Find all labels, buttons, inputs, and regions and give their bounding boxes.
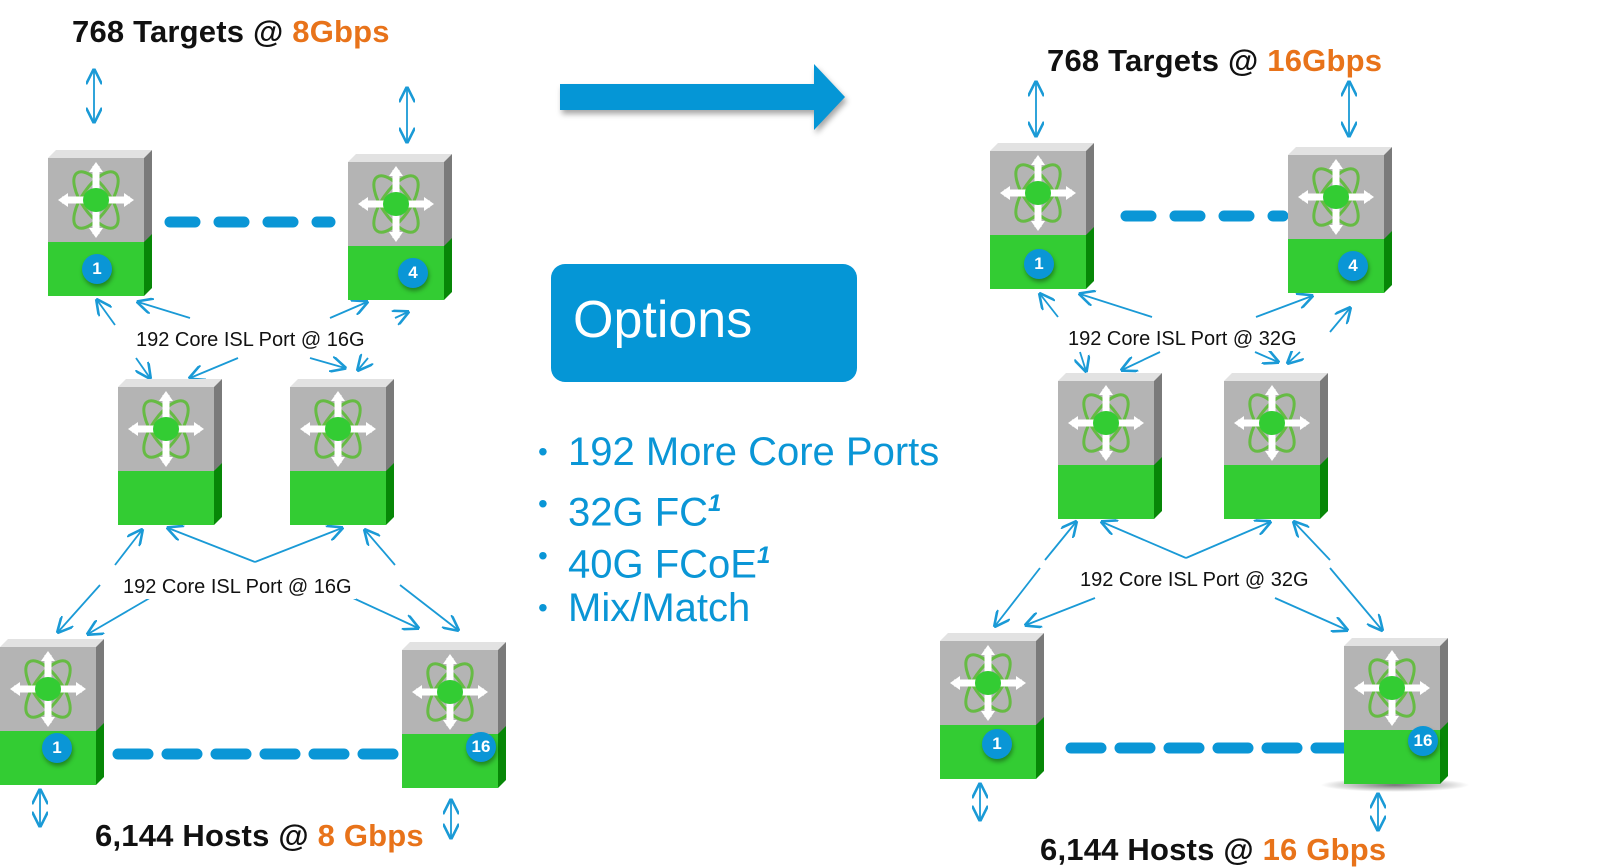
isl-arrow bbox=[1254, 352, 1278, 362]
target-switch: 4 bbox=[1288, 147, 1392, 293]
options-list-item: •Mix/Match bbox=[538, 586, 751, 630]
isl-arrow bbox=[1255, 296, 1312, 318]
isl-arrow bbox=[329, 302, 367, 319]
core-switch bbox=[290, 379, 394, 525]
option-text: 40G FCoE bbox=[568, 542, 757, 587]
option-text: 32G FC bbox=[568, 490, 709, 535]
after-upper-isl-label: 192 Core ISL Port @ 32G bbox=[1064, 328, 1301, 351]
isl-arrow bbox=[1329, 308, 1350, 333]
switch-logo-icon bbox=[1068, 385, 1144, 461]
isl-arrow bbox=[138, 302, 191, 319]
after-lower-isl-label: 192 Core ISL Port @ 32G bbox=[1076, 569, 1313, 592]
switch-logo-icon bbox=[1354, 650, 1430, 726]
option-text: 192 More Core Ports bbox=[568, 430, 940, 474]
options-list-item: •192 More Core Ports bbox=[538, 430, 940, 474]
isl-arrow bbox=[136, 357, 150, 378]
targets-label: 768 Targets @ bbox=[72, 14, 293, 49]
before-upper-isl-label: 192 Core ISL Port @ 16G bbox=[132, 329, 369, 352]
host-switch: 1 bbox=[940, 633, 1044, 779]
isl-arrow bbox=[1102, 522, 1187, 559]
switch-number-badge: 1 bbox=[82, 254, 112, 284]
options-heading-box: Options bbox=[551, 264, 857, 382]
isl-arrow bbox=[1080, 294, 1153, 318]
isl-arrow bbox=[254, 528, 342, 563]
options-list-item: •40G FCoE1 bbox=[538, 540, 771, 587]
isl-arrow bbox=[1040, 294, 1059, 318]
targets-speed: 16Gbps bbox=[1267, 43, 1383, 78]
switch-logo-icon bbox=[358, 166, 434, 242]
after-targets-title: 768 Targets @ 16Gbps bbox=[1047, 43, 1382, 79]
hosts-label: 6,144 Hosts @ bbox=[95, 818, 318, 853]
host-switch: 16 bbox=[1344, 638, 1448, 784]
hosts-speed: 16 Gbps bbox=[1262, 832, 1387, 867]
core-switch bbox=[1058, 373, 1162, 519]
switch-number-badge: 4 bbox=[1338, 251, 1368, 281]
options-list-item: •32G FC1 bbox=[538, 488, 722, 535]
switch-logo-icon bbox=[1298, 159, 1374, 235]
footnote-marker: 1 bbox=[756, 542, 771, 569]
isl-arrow bbox=[399, 584, 458, 630]
before-hosts-title: 6,144 Hosts @ 8 Gbps bbox=[95, 818, 424, 854]
target-switch: 4 bbox=[348, 154, 452, 300]
targets-label: 768 Targets @ bbox=[1047, 43, 1268, 78]
core-switch bbox=[118, 379, 222, 525]
isl-arrow bbox=[190, 357, 239, 378]
switch-number-badge: 4 bbox=[398, 258, 428, 288]
target-switch: 1 bbox=[48, 150, 152, 296]
host-switch: 1 bbox=[0, 639, 104, 785]
isl-arrow bbox=[1329, 567, 1382, 630]
after-hosts-title: 6,144 Hosts @ 16 Gbps bbox=[1040, 832, 1386, 868]
isl-arrow bbox=[1122, 351, 1161, 370]
before-targets-title: 768 Targets @ 8Gbps bbox=[72, 14, 390, 50]
host-switch: 16 bbox=[402, 642, 506, 788]
target-switch: 1 bbox=[990, 143, 1094, 289]
isl-arrow bbox=[1044, 522, 1076, 561]
isl-arrow bbox=[168, 528, 256, 563]
switch-logo-icon bbox=[58, 162, 134, 238]
options-list: •192 More Core Ports •32G FC1 •40G FCoE1… bbox=[538, 426, 939, 634]
switch-number-badge: 1 bbox=[982, 729, 1012, 759]
switch-logo-icon bbox=[950, 645, 1026, 721]
hosts-speed: 8 Gbps bbox=[317, 818, 424, 853]
isl-arrow bbox=[365, 530, 396, 566]
switch-number-badge: 16 bbox=[466, 732, 496, 762]
isl-arrow bbox=[995, 567, 1041, 626]
switch-logo-icon bbox=[10, 651, 86, 727]
targets-speed: 8Gbps bbox=[292, 14, 390, 49]
isl-arrow bbox=[309, 358, 345, 368]
isl-arrow bbox=[1080, 351, 1086, 371]
switch-logo-icon bbox=[412, 654, 488, 730]
isl-arrow bbox=[395, 312, 408, 318]
isl-arrow bbox=[1294, 522, 1331, 561]
options-heading: Options bbox=[573, 291, 753, 349]
switch-logo-icon bbox=[128, 391, 204, 467]
switch-logo-icon bbox=[1000, 155, 1076, 231]
option-text: Mix/Match bbox=[568, 586, 751, 630]
isl-arrow bbox=[1288, 352, 1300, 363]
core-switch bbox=[1224, 373, 1328, 519]
right-arrow-icon bbox=[560, 64, 845, 130]
isl-arrow bbox=[58, 584, 101, 632]
footnote-marker: 1 bbox=[708, 490, 722, 517]
isl-arrow bbox=[358, 358, 368, 370]
isl-arrow bbox=[97, 300, 116, 326]
switch-number-badge: 1 bbox=[1024, 249, 1054, 279]
switch-number-badge: 1 bbox=[42, 733, 72, 763]
isl-arrow bbox=[114, 530, 142, 566]
switch-logo-icon bbox=[1234, 385, 1310, 461]
switch-number-badge: 16 bbox=[1408, 726, 1438, 756]
switch-logo-icon bbox=[300, 391, 376, 467]
isl-arrow bbox=[1185, 522, 1270, 559]
isl-arrow bbox=[1274, 597, 1347, 630]
isl-arrow bbox=[1026, 597, 1096, 625]
hosts-label: 6,144 Hosts @ bbox=[1040, 832, 1263, 867]
before-lower-isl-label: 192 Core ISL Port @ 16G bbox=[119, 576, 356, 599]
